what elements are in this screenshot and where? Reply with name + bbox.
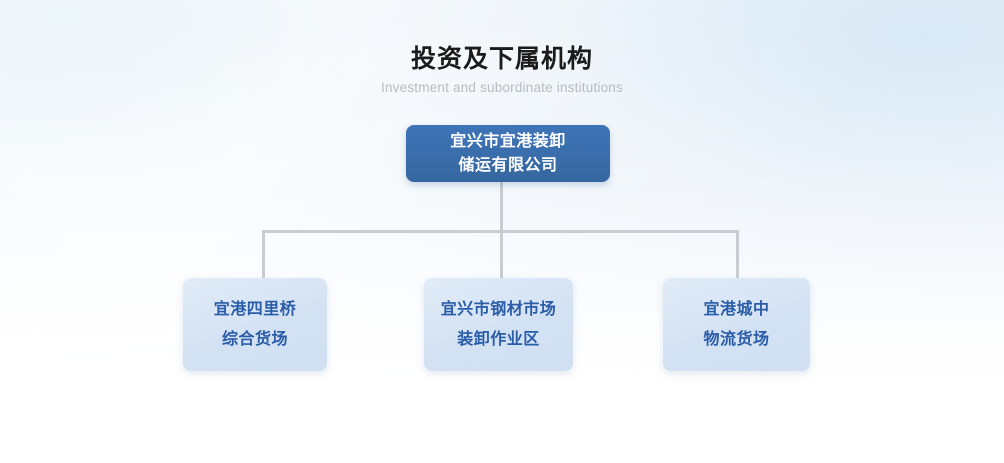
org-node-root-line-1: 宜兴市宜港装卸 — [450, 132, 566, 150]
org-node-child-2-line-1: 宜兴市钢材市场 — [440, 300, 557, 318]
page-header: 投资及下属机构 Investment and subordinate insti… — [0, 44, 1004, 96]
connector-drop-child-3 — [736, 230, 739, 278]
page-subtitle: Investment and subordinate institutions — [381, 80, 623, 95]
org-node-root-line-2: 储运有限公司 — [458, 156, 558, 174]
org-node-child-2[interactable]: 宜兴市钢材市场 装卸作业区 — [424, 278, 573, 371]
org-node-child-1-line-1: 宜港四里桥 — [213, 300, 297, 318]
org-node-child-2-line-2: 装卸作业区 — [457, 330, 540, 348]
org-node-child-3-line-2: 物流货场 — [703, 330, 770, 348]
org-node-child-3[interactable]: 宜港城中 物流货场 — [663, 278, 810, 371]
org-node-root[interactable]: 宜兴市宜港装卸 储运有限公司 — [406, 125, 610, 182]
connector-drop-child-2 — [500, 230, 503, 278]
org-node-child-1[interactable]: 宜港四里桥 综合货场 — [183, 278, 327, 371]
connector-drop-child-1 — [262, 230, 265, 278]
connector-root-stem — [500, 182, 503, 232]
page-title: 投资及下属机构 — [410, 45, 593, 73]
org-node-child-3-line-1: 宜港城中 — [703, 300, 770, 318]
org-node-child-1-line-2: 综合货场 — [221, 330, 288, 348]
